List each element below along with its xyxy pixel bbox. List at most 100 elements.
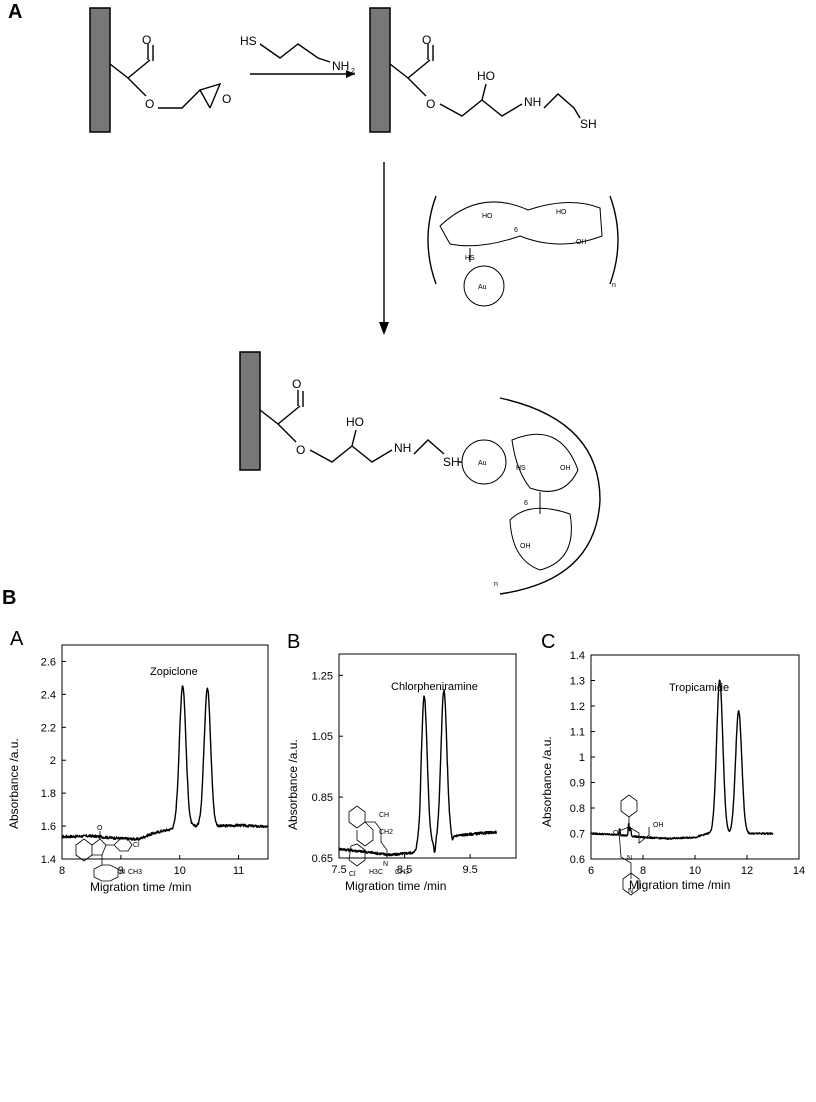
y-tick-label: 0.65	[312, 853, 333, 865]
thiol-chain-3	[413, 439, 445, 455]
bracket-arc	[499, 397, 601, 595]
y-tick-label: 1.6	[41, 821, 56, 833]
chlorpheniramine-ch: CH	[379, 812, 389, 819]
au-label-1: Au	[478, 284, 487, 291]
y-tick-label: 1.1	[570, 727, 585, 739]
y-axis-label: Absorbance /a.u.	[540, 736, 554, 827]
cd-au-reagent: HS HO HO 6 OH Au n	[427, 195, 619, 307]
chlorpheniramine-n: N	[383, 861, 388, 868]
chart-title: Chlorpheniramine	[391, 681, 478, 693]
substrate-3	[239, 351, 261, 471]
plot-frame	[338, 653, 517, 859]
amine-2: NH	[524, 95, 541, 109]
x-tick-label: 6	[588, 865, 594, 877]
y-tick-label: 0.85	[312, 792, 333, 804]
cd-rings	[439, 201, 603, 247]
y-axis: 0.60.70.80.911.11.21.31.4	[570, 650, 595, 866]
y-tick-label: 1.3	[570, 676, 585, 688]
y-tick-label: 1.8	[41, 788, 56, 800]
amine-3: NH	[394, 441, 411, 455]
x-tick-label: 8	[59, 865, 65, 877]
cd-repeat-label-2: 6	[524, 500, 528, 507]
y-tick-label: 1.4	[41, 854, 56, 866]
cd-rings-upper	[511, 433, 579, 492]
cd-hs-label: HS	[465, 255, 475, 262]
tropicamide-trace	[590, 679, 774, 840]
tropicamide-n-amide: N	[627, 855, 632, 862]
cd-oh-label-2: OH	[520, 543, 531, 550]
gold-nanoparticle-1	[463, 265, 505, 307]
carbonyl-o-2: O	[422, 33, 431, 47]
ester-o-3: O	[296, 443, 305, 457]
au-label-2: Au	[478, 460, 487, 467]
epoxide-o: O	[222, 92, 231, 106]
x-axis-label: Migration time /min	[629, 878, 730, 892]
x-tick-label: 12	[741, 865, 753, 877]
ester-o-1: O	[145, 97, 154, 111]
x-tick-label: 14	[793, 865, 805, 877]
tropicamide-o: O	[613, 830, 619, 837]
cd-hs-label-2: HS	[516, 465, 526, 472]
plot-frame	[61, 644, 269, 860]
y-axis: 0.65 0.85 1.05 1.25	[312, 670, 343, 865]
y-tick-label: 1.4	[570, 650, 585, 662]
chart-letter: C	[541, 631, 555, 653]
x-tick-label: 8.5	[397, 864, 412, 876]
cd-ho-label-2: HO	[556, 209, 567, 216]
x-tick-label: 8	[640, 865, 646, 877]
gold-nanoparticle-2	[461, 439, 507, 485]
y-tick-label: 1.25	[312, 670, 333, 682]
chart-letter: A	[10, 628, 24, 650]
hydroxyl-3: HO	[346, 415, 364, 429]
tropicamide-structure: OH O N N	[613, 794, 664, 896]
chlorpheniramine-cl: Cl	[349, 871, 356, 878]
bracket-left	[427, 195, 437, 285]
substrate-1	[89, 7, 111, 133]
y-tick-label: 2.2	[41, 722, 56, 734]
y-tick-label: 1.05	[312, 731, 333, 743]
y-tick-label: 0.6	[570, 854, 585, 866]
chlorpheniramine-ch3: CH3	[395, 869, 409, 876]
y-tick-label: 1	[579, 752, 585, 764]
y-tick-label: 0.9	[570, 778, 585, 790]
cd-oh-label: OH	[576, 239, 587, 246]
chlorpheniramine-ch2: CH2	[379, 829, 393, 836]
zopiclone-cl: Cl	[133, 842, 140, 849]
x-tick-label: 10	[174, 865, 186, 877]
hydroxyl-2: HO	[477, 69, 495, 83]
y-tick-label: 2.4	[41, 689, 56, 701]
zopiclone-n: N	[120, 869, 125, 876]
substrate-2	[369, 7, 391, 133]
cd-oh-label-3: OH	[560, 465, 571, 472]
x-tick-label: 9	[118, 865, 124, 877]
ester-bonds-1	[109, 44, 154, 97]
zopiclone-ch3: CH3	[128, 869, 142, 876]
reagent-nh-sub: 2	[351, 68, 355, 75]
linker-bonds-2	[439, 83, 523, 117]
x-tick-label: 7.5	[331, 864, 346, 876]
tropicamide-oh: OH	[653, 822, 664, 829]
bracket-right	[609, 195, 619, 285]
thiol-2: SH	[580, 117, 597, 131]
carbonyl-o-1: O	[142, 33, 151, 47]
y-tick-label: 2.6	[41, 656, 56, 668]
chlorpheniramine-h3c: H3C	[369, 869, 383, 876]
zopiclone-o: O	[97, 825, 103, 832]
reagent-nh: NH	[332, 59, 349, 73]
epoxide-bonds	[158, 82, 222, 109]
zopiclone-trace	[61, 685, 269, 841]
thiol-chain-2	[543, 93, 581, 119]
panel-b-label: B	[2, 587, 16, 609]
tropicamide-n-pyridine: N	[628, 888, 633, 895]
y-axis-label: Absorbance /a.u.	[7, 738, 21, 829]
ester-o-2: O	[426, 97, 435, 111]
repeat-n-1: n	[612, 282, 616, 289]
zopiclone-structure: Cl O N CH3	[75, 825, 142, 882]
panel-a-label: A	[8, 1, 22, 23]
y-tick-label: 0.7	[570, 829, 585, 841]
x-axis-label: Migration time /min	[345, 879, 446, 893]
arrow-down-head	[379, 322, 389, 335]
